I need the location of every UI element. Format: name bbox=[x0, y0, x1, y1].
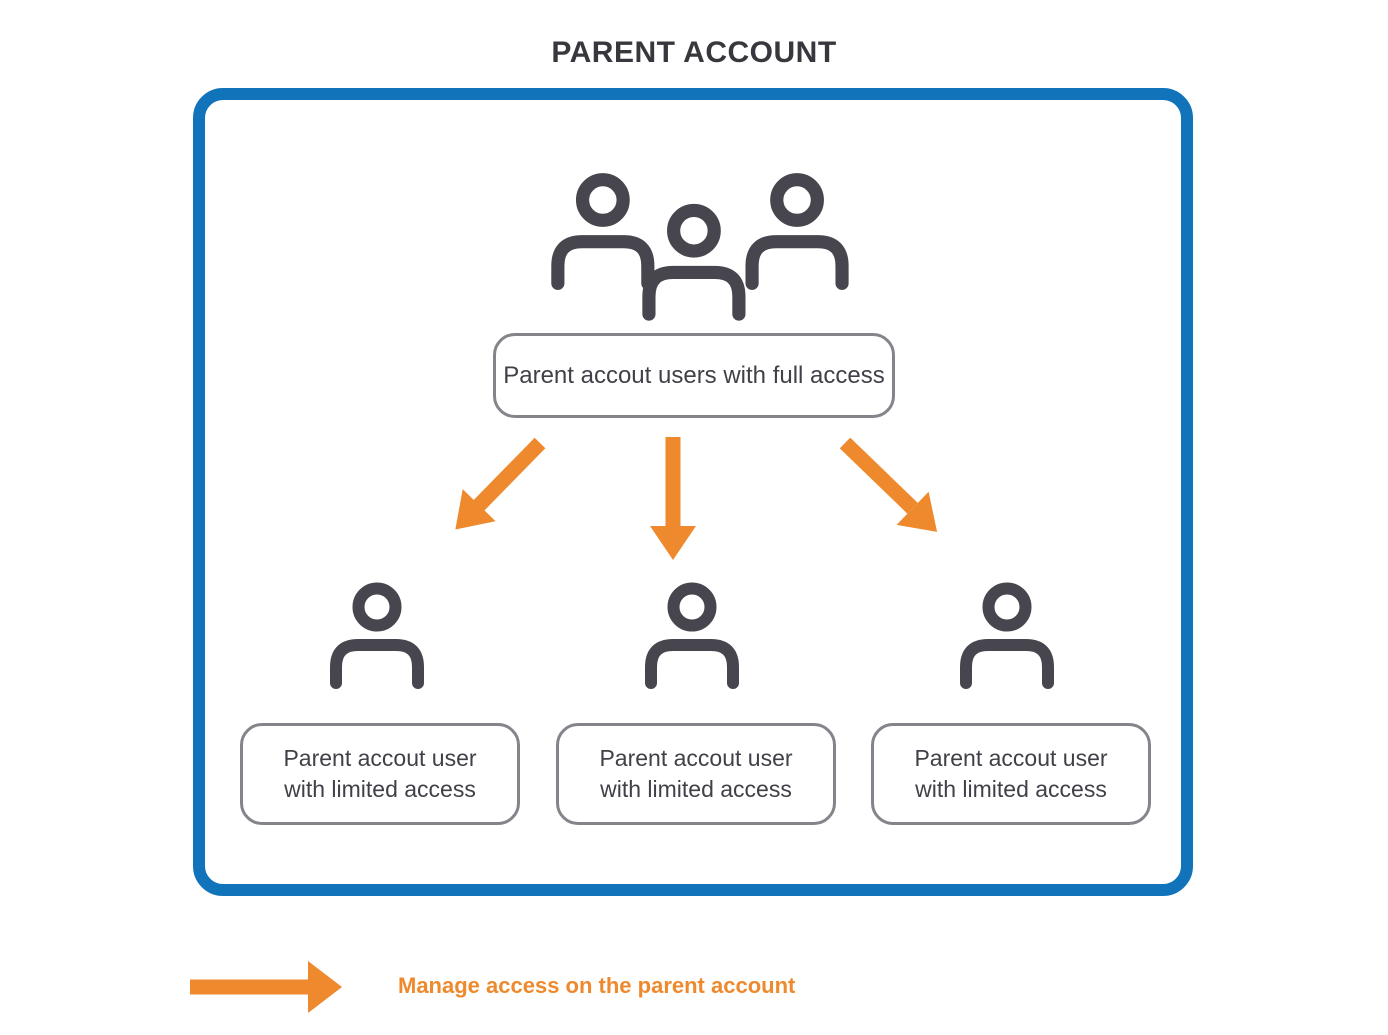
limited-access-node: Parent accout user with limited access bbox=[240, 723, 520, 825]
user-icon bbox=[645, 582, 739, 689]
limited-access-node: Parent accout user with limited access bbox=[871, 723, 1151, 825]
limited-access-node-label: Parent accout user with limited access bbox=[599, 745, 793, 802]
page-title: PARENT ACCOUNT bbox=[551, 36, 837, 69]
legend-label: Manage access on the parent account bbox=[398, 973, 796, 998]
user-icon bbox=[960, 582, 1054, 689]
limited-access-node-label: Parent accout user with limited access bbox=[914, 745, 1108, 802]
user-icon bbox=[642, 203, 746, 321]
user-icon bbox=[745, 173, 849, 290]
full-access-node-label: Parent accout users with full access bbox=[503, 361, 885, 389]
user-icon bbox=[551, 173, 655, 290]
user-icon bbox=[330, 582, 424, 689]
limited-access-node-label: Parent accout user with limited access bbox=[283, 745, 477, 802]
limited-access-node: Parent accout user with limited access bbox=[556, 723, 836, 825]
full-access-node: Parent accout users with full access bbox=[493, 333, 895, 418]
users-group-icon bbox=[551, 173, 849, 321]
arrow-right-icon bbox=[190, 961, 342, 1013]
